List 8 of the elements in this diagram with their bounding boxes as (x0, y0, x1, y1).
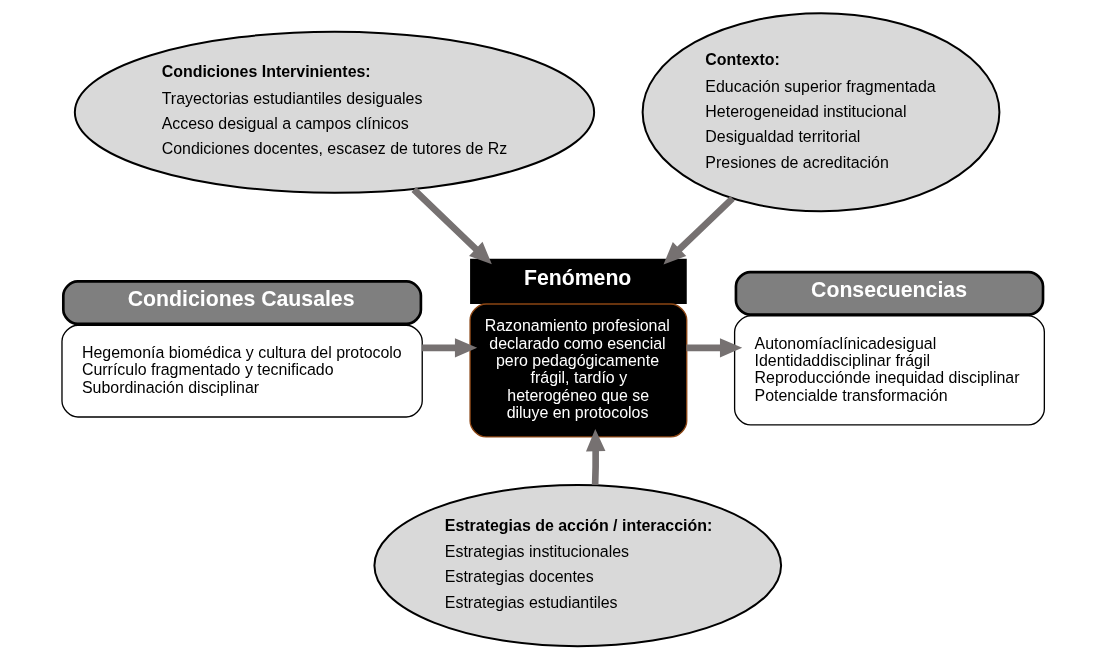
arrow (421, 338, 477, 358)
node-ellipse: Estrategias de acción / interacción: Estrategias institucionales Estrategias docentes Estrategias estudiantiles (372, 484, 782, 648)
arrow (585, 429, 605, 486)
arrow (686, 338, 742, 358)
arrow (663, 195, 735, 265)
arrow (411, 187, 492, 265)
node-ellipse: Condiciones Intervinientes: Trayectorias estudiantiles desiguales Acceso desigual a campos clínicos Condiciones docentes, escasez de tutores de Rz (73, 30, 595, 194)
node-ellipse: Contexto: Educación superior fragmentada Heterogeneidad institucional Desigualdad territorial Presiones de acreditación (641, 12, 1000, 213)
